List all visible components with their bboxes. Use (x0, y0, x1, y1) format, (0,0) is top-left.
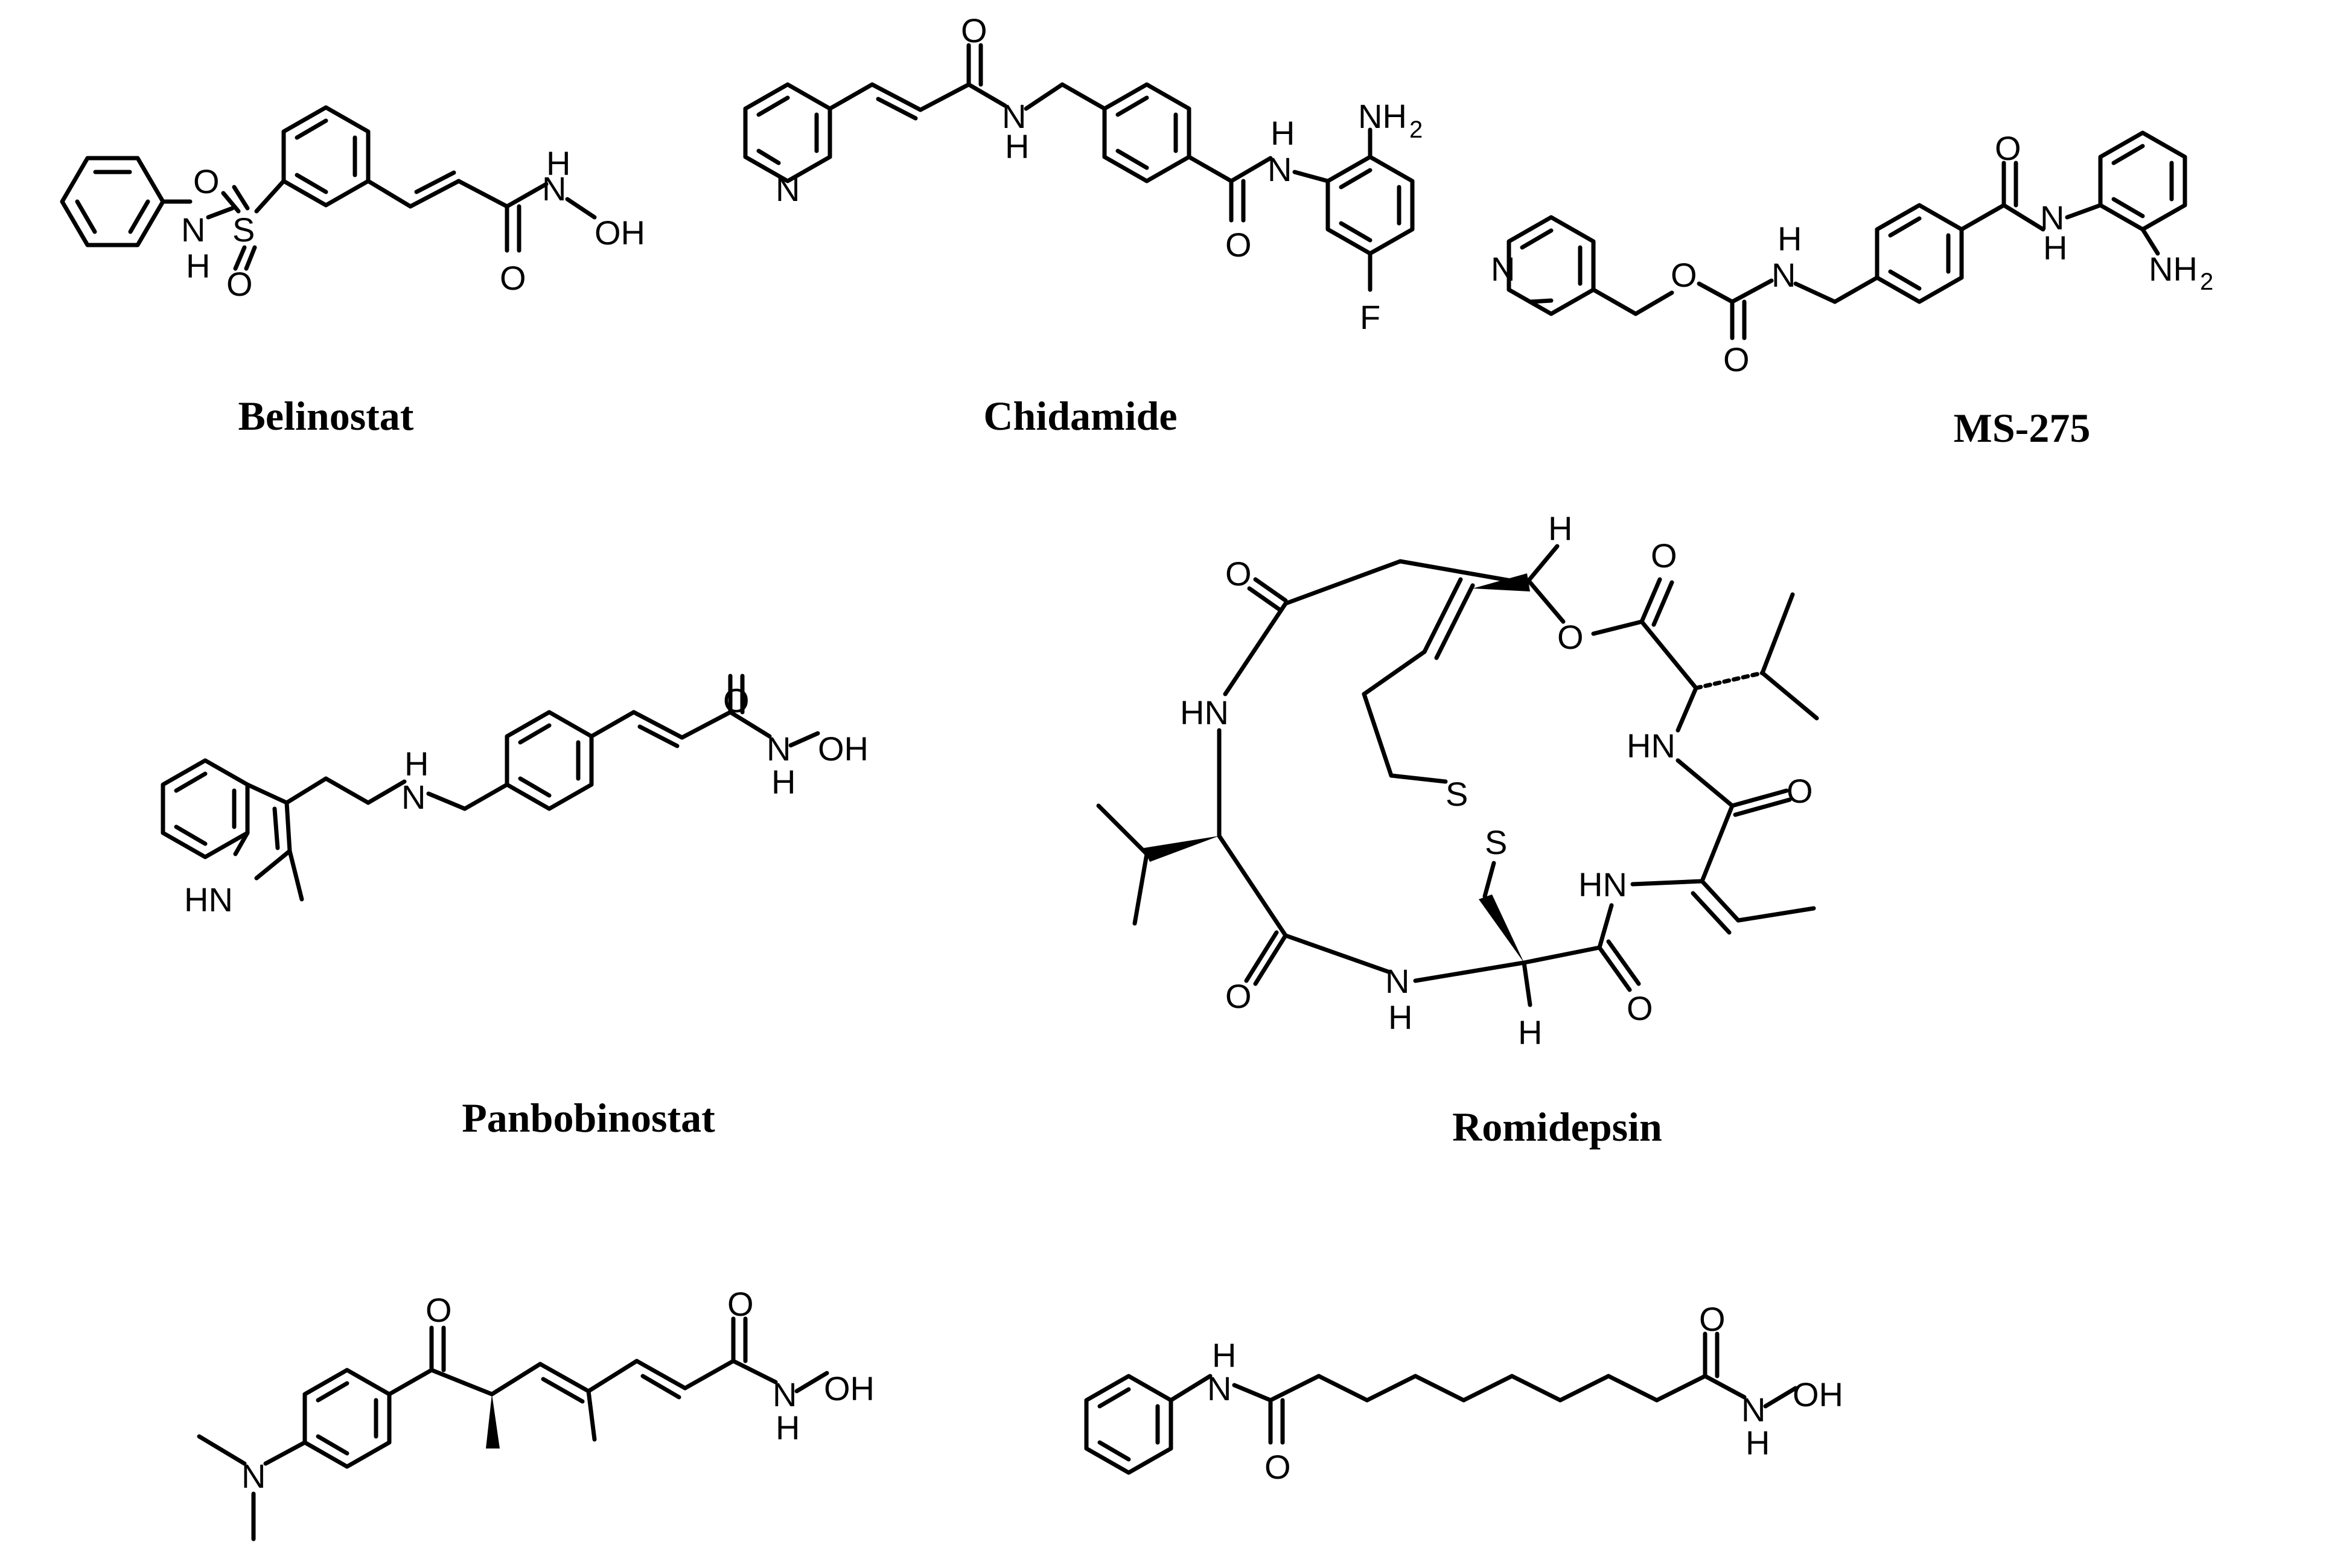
belinostat-structure: N H S O O O N H OH (60, 105, 645, 303)
svg-text:HN: HN (1627, 727, 1675, 765)
svg-text:N: N (2040, 199, 2064, 237)
svg-text:O: O (226, 265, 253, 303)
romidepsin-structure: O HN O N H H S S H O O HN O HN O (1096, 509, 1819, 1051)
svg-text:N: N (181, 211, 205, 249)
svg-text:OH: OH (818, 730, 869, 768)
belinostat-label: Belinostat (238, 393, 414, 439)
chidamide-label: Chidamide (983, 393, 1177, 439)
svg-text:H: H (404, 745, 429, 783)
svg-text:O: O (1723, 340, 1750, 378)
svg-text:O: O (961, 11, 987, 49)
romidepsin-label: Romidepsin (1452, 1104, 1662, 1150)
svg-text:N: N (1267, 150, 1292, 188)
svg-text:2: 2 (2200, 269, 2213, 295)
svg-text:N: N (1002, 97, 1026, 135)
svg-text:H: H (1212, 1336, 1236, 1374)
svg-text:O: O (193, 162, 220, 200)
panobinostat-structure: HN N H O N H OH (161, 674, 869, 919)
svg-text:N: N (1207, 1369, 1231, 1407)
svg-text:O: O (1627, 989, 1653, 1027)
svg-text:O: O (1671, 256, 1697, 294)
svg-text:N: N (401, 778, 426, 816)
svg-text:N: N (1771, 256, 1796, 294)
svg-text:OH: OH (595, 214, 645, 252)
svg-text:F: F (1360, 298, 1380, 336)
svg-text:N: N (776, 170, 800, 208)
svg-text:O: O (1787, 772, 1813, 810)
svg-text:O: O (426, 1291, 452, 1329)
trichostatin-structure: N O O N H OH (197, 1285, 875, 1541)
svg-text:O: O (723, 681, 750, 719)
panobinostat-label: Panbobinostat (462, 1095, 715, 1141)
svg-text:O: O (727, 1285, 754, 1323)
svg-text:O: O (1995, 129, 2021, 167)
svg-text:O: O (500, 259, 526, 297)
svg-text:N: N (1491, 250, 1515, 288)
svg-text:O: O (1225, 977, 1252, 1015)
ms275-label: MS-275 (1954, 405, 2091, 451)
svg-text:N: N (767, 730, 791, 768)
saha-structure: N H O O N H OH (1084, 1300, 1843, 1486)
svg-text:N: N (1385, 962, 1409, 1000)
svg-text:2: 2 (1409, 116, 1423, 143)
svg-text:H: H (1548, 509, 1572, 547)
svg-text:H: H (546, 144, 570, 182)
svg-text:S: S (1446, 775, 1468, 813)
svg-text:S: S (232, 211, 255, 249)
svg-text:O: O (1699, 1300, 1726, 1338)
svg-text:HN: HN (1180, 693, 1229, 731)
svg-text:O: O (1225, 226, 1252, 264)
svg-text:O: O (1557, 618, 1584, 656)
svg-text:OH: OH (1793, 1375, 1843, 1413)
svg-text:H: H (776, 1409, 800, 1447)
svg-text:H: H (1746, 1424, 1770, 1462)
ms275-structure: N O O N H O N H NH 2 (1491, 129, 2213, 378)
svg-text:H: H (771, 763, 795, 801)
svg-text:H: H (2043, 229, 2067, 267)
svg-text:NH: NH (1358, 97, 1407, 135)
svg-text:O: O (1651, 537, 1677, 575)
svg-text:H: H (1005, 127, 1029, 165)
svg-text:O: O (1225, 555, 1252, 593)
svg-text:H: H (1518, 1013, 1542, 1051)
svg-text:N: N (542, 170, 566, 208)
svg-text:S: S (1485, 823, 1507, 861)
svg-text:N: N (241, 1457, 266, 1495)
svg-text:HN: HN (184, 881, 233, 919)
svg-text:OH: OH (824, 1369, 875, 1407)
svg-text:H: H (1388, 998, 1412, 1036)
svg-text:N: N (1741, 1391, 1765, 1429)
svg-text:H: H (1777, 220, 1802, 258)
svg-text:N: N (773, 1375, 797, 1413)
svg-text:H: H (1271, 114, 1295, 152)
svg-text:O: O (1264, 1448, 1291, 1486)
svg-text:NH: NH (2149, 250, 2198, 288)
svg-text:HN: HN (1578, 865, 1627, 904)
svg-text:H: H (186, 247, 210, 285)
chidamide-structure: N O N H O N H NH 2 F (743, 11, 1423, 336)
